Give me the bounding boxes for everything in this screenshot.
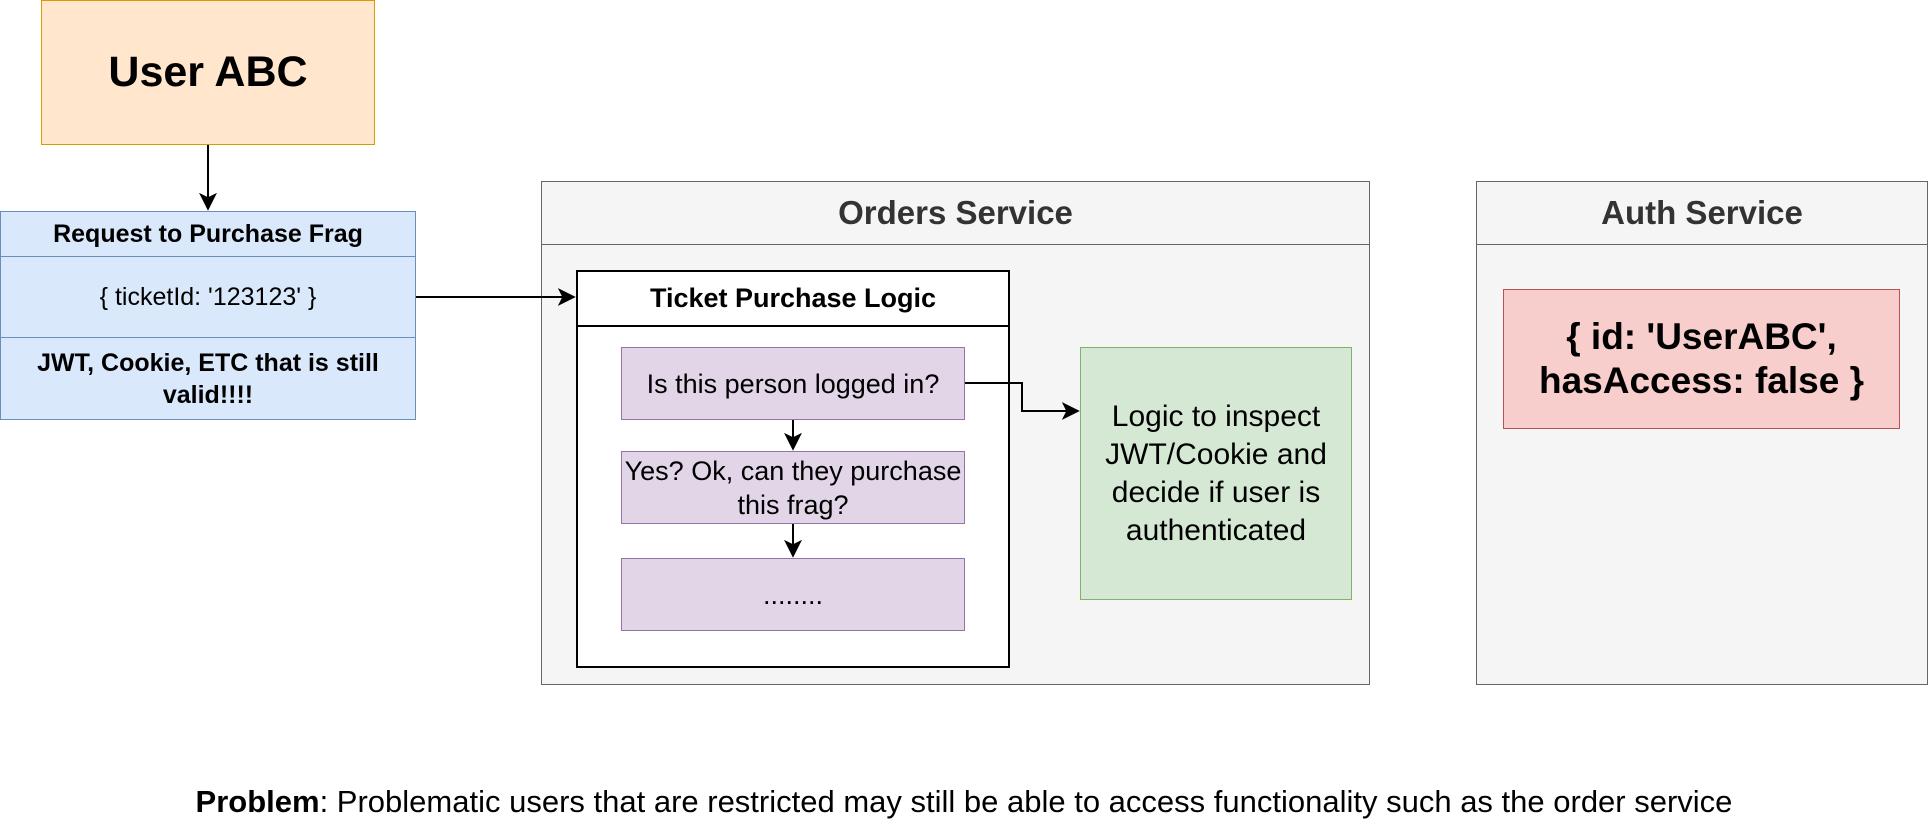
ticket-purchase-logic-title: Ticket Purchase Logic	[578, 272, 1008, 327]
orders-service-title: Orders Service	[542, 182, 1369, 245]
purchase-request-node: Request to Purchase Frag { ticketId: '12…	[0, 211, 416, 420]
auth-user-record: { id: 'UserABC', hasAccess: false }	[1503, 289, 1900, 429]
auth-service-container: Auth Service	[1476, 181, 1928, 685]
purchase-request-title: Request to Purchase Frag	[1, 212, 415, 257]
purchase-request-token: JWT, Cookie, ETC that is still valid!!!!	[37, 348, 379, 409]
user-abc-node: User ABC	[41, 0, 375, 145]
step-logged-in-check: Is this person logged in?	[621, 347, 965, 420]
inspect-jwt-logic-node: Logic to inspect JWT/Cookie and decide i…	[1080, 347, 1352, 600]
problem-statement: Problem: Problematic users that are rest…	[0, 780, 1928, 824]
purchase-request-payload: { ticketId: '123123' }	[1, 257, 415, 338]
step-ellipsis: ........	[621, 558, 965, 631]
step-purchase-permission-check: Yes? Ok, can they purchase this frag?	[621, 451, 965, 524]
problem-label: Problem	[195, 784, 320, 819]
auth-service-title: Auth Service	[1477, 182, 1927, 245]
problem-description: : Problematic users that are restricted …	[319, 784, 1733, 819]
